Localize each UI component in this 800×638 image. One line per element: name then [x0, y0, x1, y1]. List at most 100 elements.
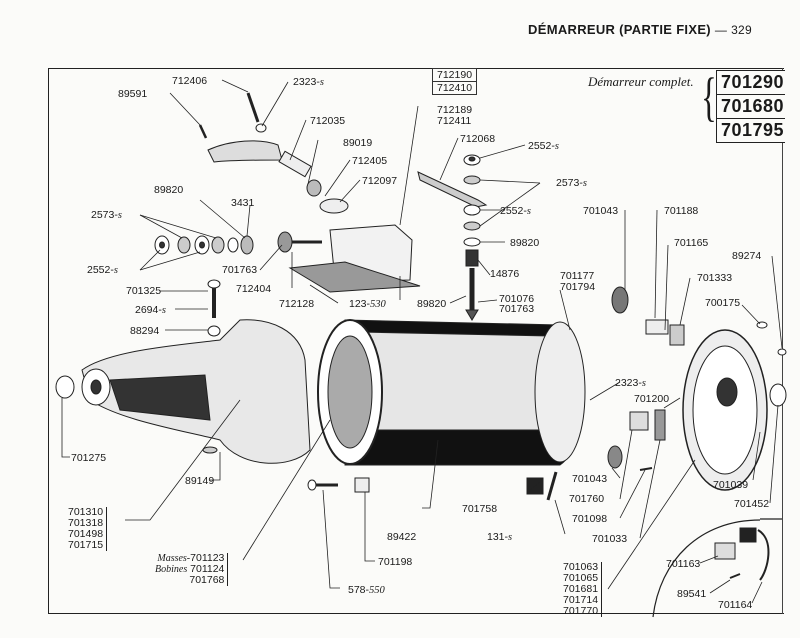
label-701333: 701333	[697, 272, 733, 284]
screw-89149	[202, 446, 218, 454]
part-number: 701768	[189, 574, 225, 586]
part-number: 701715	[68, 539, 104, 551]
diagram-frame	[48, 68, 784, 614]
spring-89019	[306, 179, 322, 197]
label-123-530: 123-530	[349, 298, 386, 311]
part-number: 701310	[68, 506, 104, 518]
washer-2323	[255, 123, 267, 133]
part-number: 701714	[563, 594, 599, 606]
label-text: 123-	[349, 298, 371, 310]
screw-89591	[198, 124, 208, 139]
label-text: 2323-	[293, 76, 320, 88]
plate-712097	[319, 198, 349, 214]
label-2694-s: 2694-s	[135, 304, 166, 317]
label-2573-s-left: 2573-s	[91, 209, 122, 222]
part-number-box: 701680	[717, 95, 785, 119]
page-header: DÉMARREUR (PARTIE FIXE) — 329	[528, 22, 752, 37]
page-title: DÉMARREUR (PARTIE FIXE)	[528, 22, 711, 37]
brush-holder-701188	[645, 319, 669, 335]
label-2552-s-top: 2552-s	[528, 140, 559, 153]
label-701794: 701794	[560, 281, 596, 293]
label-2573-s-right: 2573-s	[556, 177, 587, 190]
label-2323-s-top: 2323-s	[293, 76, 324, 89]
label-701275: 701275	[71, 452, 107, 464]
masses-label: Masses-	[157, 553, 191, 564]
label-suffix: s	[117, 210, 122, 221]
coil-part-numbers: Masses-701123 Bobines 701124 701768	[155, 553, 229, 586]
part-number: 701318	[68, 517, 104, 529]
terminal-701198	[354, 477, 370, 493]
label-712405: 712405	[352, 155, 388, 167]
bracket-base-712128	[288, 261, 421, 293]
brush-spring-701043	[611, 286, 629, 314]
brush-701043-b	[607, 445, 623, 469]
screw-701098	[639, 467, 653, 471]
part-number: 701681	[563, 583, 599, 595]
ref-number: 712410	[437, 82, 473, 94]
label-89820-center: 89820	[417, 298, 447, 310]
label-701043-top: 701043	[583, 205, 619, 217]
label-701039: 701039	[713, 479, 749, 491]
label-701188: 701188	[664, 205, 699, 217]
bushing-701275	[55, 375, 75, 399]
part-number: 701124	[190, 563, 225, 575]
label-701177: 701177	[560, 270, 595, 282]
page-number: 329	[731, 23, 752, 37]
complete-assembly-numbers: 701290 701680 701795	[716, 70, 785, 143]
bracket-701760	[629, 411, 649, 431]
label-suffix: s	[113, 265, 118, 276]
part-number-box: 701795	[721, 120, 785, 140]
screw-89274	[777, 348, 787, 356]
label-701452: 701452	[734, 498, 770, 510]
sleeve-712035	[278, 150, 312, 178]
label-701043-bottom: 701043	[572, 473, 608, 485]
label-701198: 701198	[378, 556, 413, 568]
label-712097: 712097	[362, 175, 398, 187]
label-89019: 89019	[343, 137, 373, 149]
label-14876: 14876	[490, 268, 520, 280]
label-3431: 3431	[231, 197, 255, 209]
label-89820-left: 89820	[154, 184, 184, 196]
nut-88294	[207, 325, 221, 337]
part-number: 701498	[68, 528, 104, 540]
disc-712404	[277, 231, 293, 253]
label-suffix: s	[319, 77, 324, 88]
label-700175: 700175	[705, 297, 741, 309]
label-712411: 712411	[437, 115, 472, 127]
label-89274: 89274	[732, 250, 762, 262]
label-701098: 701098	[572, 513, 608, 525]
part-number-box: 701290	[717, 71, 785, 95]
label-text: 2573-	[556, 177, 583, 189]
label-2552-s-left: 2552-s	[87, 264, 118, 277]
brush-701163	[714, 542, 736, 560]
label-578-550: 578-550	[348, 584, 385, 597]
label-701165: 701165	[674, 237, 709, 249]
label-701325: 701325	[126, 285, 162, 297]
label-suffix: 530	[370, 299, 386, 310]
screw-712406	[246, 92, 260, 123]
washer-stack-left	[154, 235, 254, 255]
label-suffix: s	[582, 178, 587, 189]
label-701763: 701763	[222, 264, 258, 276]
brace-icon: {	[701, 67, 717, 127]
label-text: 2552-	[528, 140, 555, 152]
label-701760: 701760	[569, 493, 605, 505]
ref-number: 712190	[433, 69, 477, 82]
label-text: 2552-	[500, 205, 527, 217]
reference-box: 712190 712410	[432, 68, 478, 95]
screw-131-s	[546, 471, 558, 501]
label-text: 2573-	[91, 209, 118, 221]
label-701763-b: 701763	[499, 303, 535, 315]
lever-712068	[417, 171, 488, 208]
label-89591: 89591	[118, 88, 148, 100]
screw-89541	[729, 573, 741, 579]
part-number: 701063	[563, 561, 599, 573]
endplate-part-numbers: 701063 701065 701681 701714 701770	[563, 561, 603, 617]
frame-right-edge	[782, 68, 783, 614]
washer-stack-right	[463, 154, 481, 321]
housing-part-numbers: 701310 701318 701498 701715	[68, 506, 108, 551]
label-712068: 712068	[460, 133, 496, 145]
label-2323-s-right: 2323-s	[615, 377, 646, 390]
label-text: 2323-	[615, 377, 642, 389]
